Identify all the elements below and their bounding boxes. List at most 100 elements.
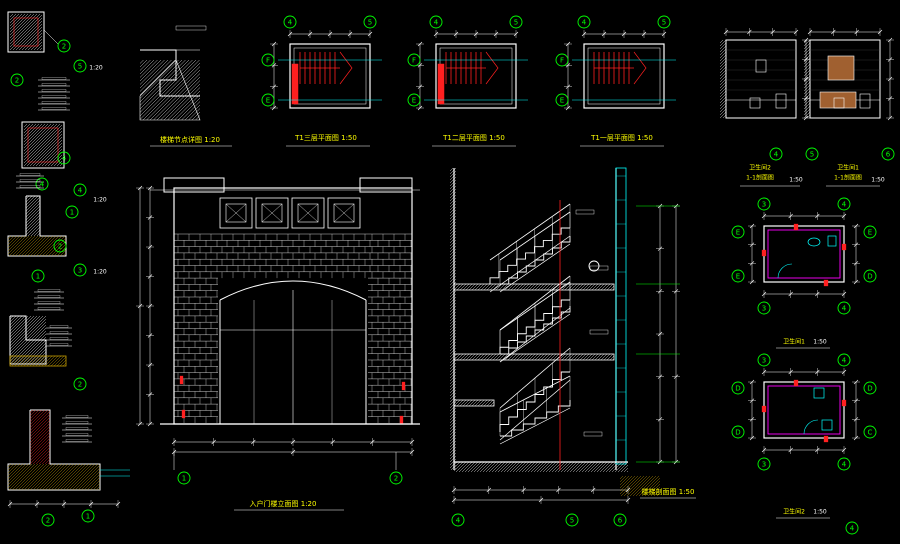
stair-node-slab [139,59,201,121]
hatch-line [459,284,467,290]
hatch-line [720,51,726,59]
hatch-line [24,124,46,146]
hatch-line [720,40,726,47]
hatch-line [55,14,91,50]
red-marker [401,381,406,391]
plan-axis-row: F [412,57,416,65]
hatch-line [454,284,458,288]
hatch-line [499,168,801,470]
hatch-line [174,94,200,120]
hatch-line [123,464,149,490]
axis-left-4b: 4 [40,181,45,189]
hatch-line [8,464,33,489]
elev-a-subtitle: 1-1剖面图 [746,174,774,182]
hatch-line [720,45,726,53]
hatch-line [450,320,456,328]
axis-left-1c: 1 [86,513,90,521]
hatch-line [140,60,165,85]
hatch-line [586,168,888,470]
hatch-line [17,464,45,490]
hatch-line [10,316,35,341]
hatch-lines [10,356,66,366]
hatch-line [8,464,12,468]
hatch-line [597,354,605,360]
hatch-line [84,124,126,166]
hatch-line [506,462,518,472]
hatch-line [82,316,130,364]
hatch-line [26,130,62,166]
axis-left-1-bubble [65,205,79,219]
hatch-line [497,462,509,472]
hatch-line [450,168,456,175]
toilet-axis-row-bubble [731,425,745,439]
hatch-line [450,392,456,400]
hatch-line [750,40,828,118]
hatch-lines [450,168,900,470]
axis-left-2a-bubble [57,39,71,53]
hatch-line [38,464,66,490]
cabinet [755,59,767,73]
hatch-line [30,428,50,450]
hatch-line [23,356,35,366]
hatch-line [519,284,527,290]
elev-axis-6-bubble [881,147,895,161]
axis-left-4a: 4 [62,155,67,163]
hatch-line [18,26,42,50]
hatch-line [140,60,190,110]
hatch-line [450,182,456,190]
hatch-line [623,467,628,472]
hatch-line [454,462,455,463]
hatch-lines [454,462,628,472]
hatch-line [468,400,476,406]
hatch-line [450,197,456,205]
hatch-line [720,69,726,77]
facade-title: 入户门楼立面图 1:20 [250,499,317,508]
hatch-line [140,60,197,117]
hatch-line [454,462,461,469]
hatch-line [191,111,200,120]
hatch-line [75,236,95,256]
toilet-axis-row: D [867,385,872,393]
hatch-line [632,476,654,496]
toilet-axis-col-bubble [837,197,851,211]
stair-arrow [339,51,353,85]
hatch-line [542,462,554,472]
hatch-line [50,356,62,366]
hatch-line [547,168,849,470]
stair-detail-title: 楼梯节点详图 1:20 [160,135,220,144]
hatch-line [10,316,29,335]
hatch-line [720,108,726,116]
hatch-line [188,108,200,120]
toilet-plan-room [767,385,841,435]
hatch-line [35,236,57,256]
hatch-line [450,212,456,220]
hatch-line [804,42,810,50]
hatch-line [20,356,32,366]
plan-axis-col: 4 [288,19,293,27]
hatch-line [739,168,900,470]
hatch-line [70,14,106,50]
note-text-block [41,89,67,92]
toilet-axis-col: 3 [762,461,766,469]
hatch-line [450,428,456,436]
hatch-line [450,200,456,208]
panel-cross [261,203,283,223]
hatch-line [870,40,900,118]
hatch-line [673,168,900,470]
hatch-line [149,69,200,120]
hatch-line [102,464,128,490]
hatch-lines [454,284,614,290]
hatch-line [450,221,456,229]
hatch-line [573,284,581,290]
hatch-line [459,354,467,360]
hatch-line [8,464,36,490]
hatch-line [88,316,136,364]
hatch-line [111,464,137,490]
hatch-line [596,462,608,472]
hatch-line [8,236,12,240]
hatch-line [450,287,456,295]
hatch-line [29,133,62,166]
wall-cut [291,63,299,105]
note-text-block [49,337,69,340]
hatch-line [450,377,456,385]
